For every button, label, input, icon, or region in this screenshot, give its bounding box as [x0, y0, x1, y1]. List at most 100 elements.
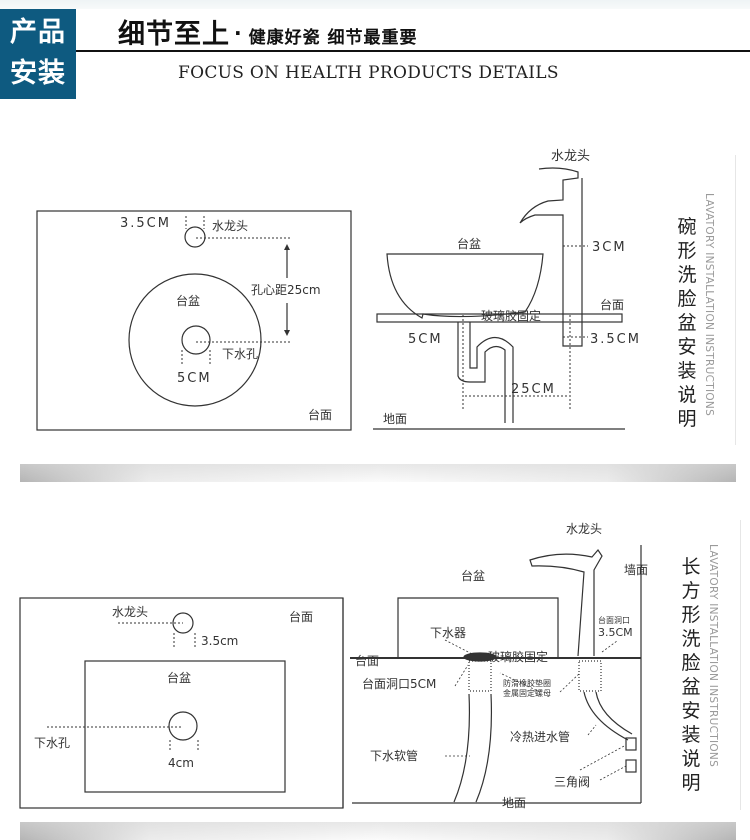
label-faucet-elev-2: 水龙头	[566, 522, 602, 536]
side-char: 装	[677, 360, 697, 382]
label-spacing: 25CM	[511, 382, 556, 397]
side-char: 明	[681, 772, 701, 794]
faucet-hole	[184, 226, 206, 248]
label-basin-elev-2: 台盆	[461, 568, 485, 583]
side-char: 脸	[677, 288, 697, 310]
label-wall: 墙面	[624, 563, 648, 577]
label-counter-elev-2: 台面	[355, 653, 379, 668]
side-divider-2	[740, 520, 741, 810]
side-char: 盆	[677, 312, 697, 334]
badge-line-2: 安装	[10, 58, 66, 89]
label-counter-drain-hole: 台面洞口5CM	[362, 676, 436, 691]
label-faucet-2: 水龙头	[112, 605, 148, 619]
drain-hose	[453, 693, 492, 803]
label-supply-pipe: 冷热进水管	[510, 729, 570, 744]
p-trap	[457, 322, 514, 423]
badge-line-1: 产品	[10, 17, 66, 48]
label-faucet: 水龙头	[212, 219, 248, 233]
supply-pipes	[583, 691, 633, 741]
side-char: 说	[677, 384, 697, 406]
label-faucet-hole-size: 3.5CM	[120, 216, 171, 231]
side-char: 说	[681, 748, 701, 770]
side-char: 明	[677, 408, 697, 430]
side-char: 安	[677, 336, 697, 358]
title-sub: 健康好瓷 细节最重要	[248, 28, 418, 48]
drain-hole	[181, 325, 211, 355]
shelf-divider-1	[20, 464, 736, 482]
header-rule	[76, 50, 750, 52]
side-char: 方	[681, 580, 701, 602]
label-counter-2: 台面	[289, 609, 313, 624]
side-char: 安	[681, 700, 701, 722]
top-band	[0, 0, 750, 9]
side-char: 脸	[681, 652, 701, 674]
title-main: 细节至上	[118, 19, 230, 50]
section1-side-title-en: LAVATORY INSTALLATION INSTRUCTIONS	[703, 193, 715, 417]
label-basin-elev: 台盆	[457, 236, 481, 251]
label-basin-2: 台盆	[167, 670, 191, 685]
side-char: 洗	[677, 264, 697, 286]
counter-outline-2	[19, 597, 344, 809]
drain-thread	[468, 660, 492, 692]
angle-valve-1	[625, 737, 637, 751]
section1-side-title: 碗 形 洗 脸 盆 安 装 说 明	[676, 215, 698, 431]
side-char: 长	[681, 556, 701, 578]
label-gasket: 防滑橡胶垫圈	[503, 678, 551, 688]
side-char: 碗	[677, 216, 697, 238]
label-faucet-dia: 3CM	[592, 240, 627, 255]
label-hole-size-elev: 3.5CM	[590, 332, 641, 347]
label-counter: 台面	[308, 407, 332, 422]
drain-hole-2	[168, 711, 198, 741]
section2-side-title-en: LAVATORY INSTALLATION INSTRUCTIONS	[707, 544, 719, 768]
side-divider	[735, 155, 736, 445]
side-char: 盆	[681, 676, 701, 698]
faucet-thread	[578, 660, 602, 692]
label-faucet-hole-size-2: 3.5cm	[201, 634, 238, 648]
faucet-outline	[519, 167, 583, 347]
bowl-basin	[386, 253, 544, 319]
section-badge: 产品 安装	[0, 9, 76, 99]
section2-labels: 水龙头 3.5cm 台面 台盆 下水孔 4cm 水龙头 墙面 台盆 台面洞口 3…	[34, 522, 648, 810]
label-drain-hole: 下水孔	[222, 347, 258, 361]
label-glue: 玻璃胶固定	[481, 308, 541, 323]
rect-basin-side	[397, 597, 559, 658]
side-char: 形	[677, 240, 697, 262]
shelf-divider-2	[20, 822, 736, 840]
section2-side-title: 长 方 形 洗 脸 盆 安 装 说 明	[680, 555, 702, 795]
label-glue-2: 玻璃胶固定	[488, 649, 548, 664]
countertop-slab	[376, 313, 623, 323]
section1-elevation-view	[373, 167, 625, 430]
label-drain-hole-2: 下水孔	[34, 736, 70, 750]
label-counter-elev: 台面	[600, 297, 624, 312]
side-char: 装	[681, 724, 701, 746]
drain-fitting	[463, 652, 497, 662]
side-char: 洗	[681, 628, 701, 650]
label-floor-2: 地面	[502, 796, 526, 810]
section2-elevation-view	[342, 545, 642, 808]
section1-labels: 3.5CM 水龙头 孔心距25cm 台盆 下水孔 5CM 台面 水龙头 3CM …	[120, 149, 641, 426]
counter-outline	[36, 210, 352, 431]
side-char: 形	[681, 604, 701, 626]
label-hole-distance: 孔心距25cm	[251, 283, 321, 297]
label-faucet-elev: 水龙头	[551, 149, 590, 164]
label-counter-hole-size: 3.5CM	[598, 626, 633, 639]
label-drain-size-2: 4cm	[168, 756, 194, 770]
label-drain-fitting: 下水器	[430, 626, 466, 640]
label-nut: 金属固定螺母	[503, 688, 551, 698]
title-dot: ·	[234, 21, 243, 45]
label-drain-hose: 下水软管	[370, 748, 418, 763]
section1-plan-view	[36, 210, 352, 431]
subtitle-en: FOCUS ON HEALTH PRODUCTS DETAILS	[178, 63, 559, 83]
label-angle-valve: 三角阀	[554, 775, 590, 789]
page-title: 细节至上·健康好瓷 细节最重要	[118, 12, 418, 51]
label-drain-size-elev: 5CM	[408, 332, 443, 347]
label-basin: 台盆	[176, 293, 200, 308]
label-drain-size: 5CM	[177, 371, 212, 386]
section2-plan-view	[19, 597, 344, 809]
basin-outline	[128, 273, 262, 407]
angle-valve-2	[625, 759, 637, 773]
faucet-outline-2	[529, 549, 603, 657]
label-counter-hole: 台面洞口	[598, 615, 630, 625]
faucet-hole-2	[172, 612, 194, 634]
